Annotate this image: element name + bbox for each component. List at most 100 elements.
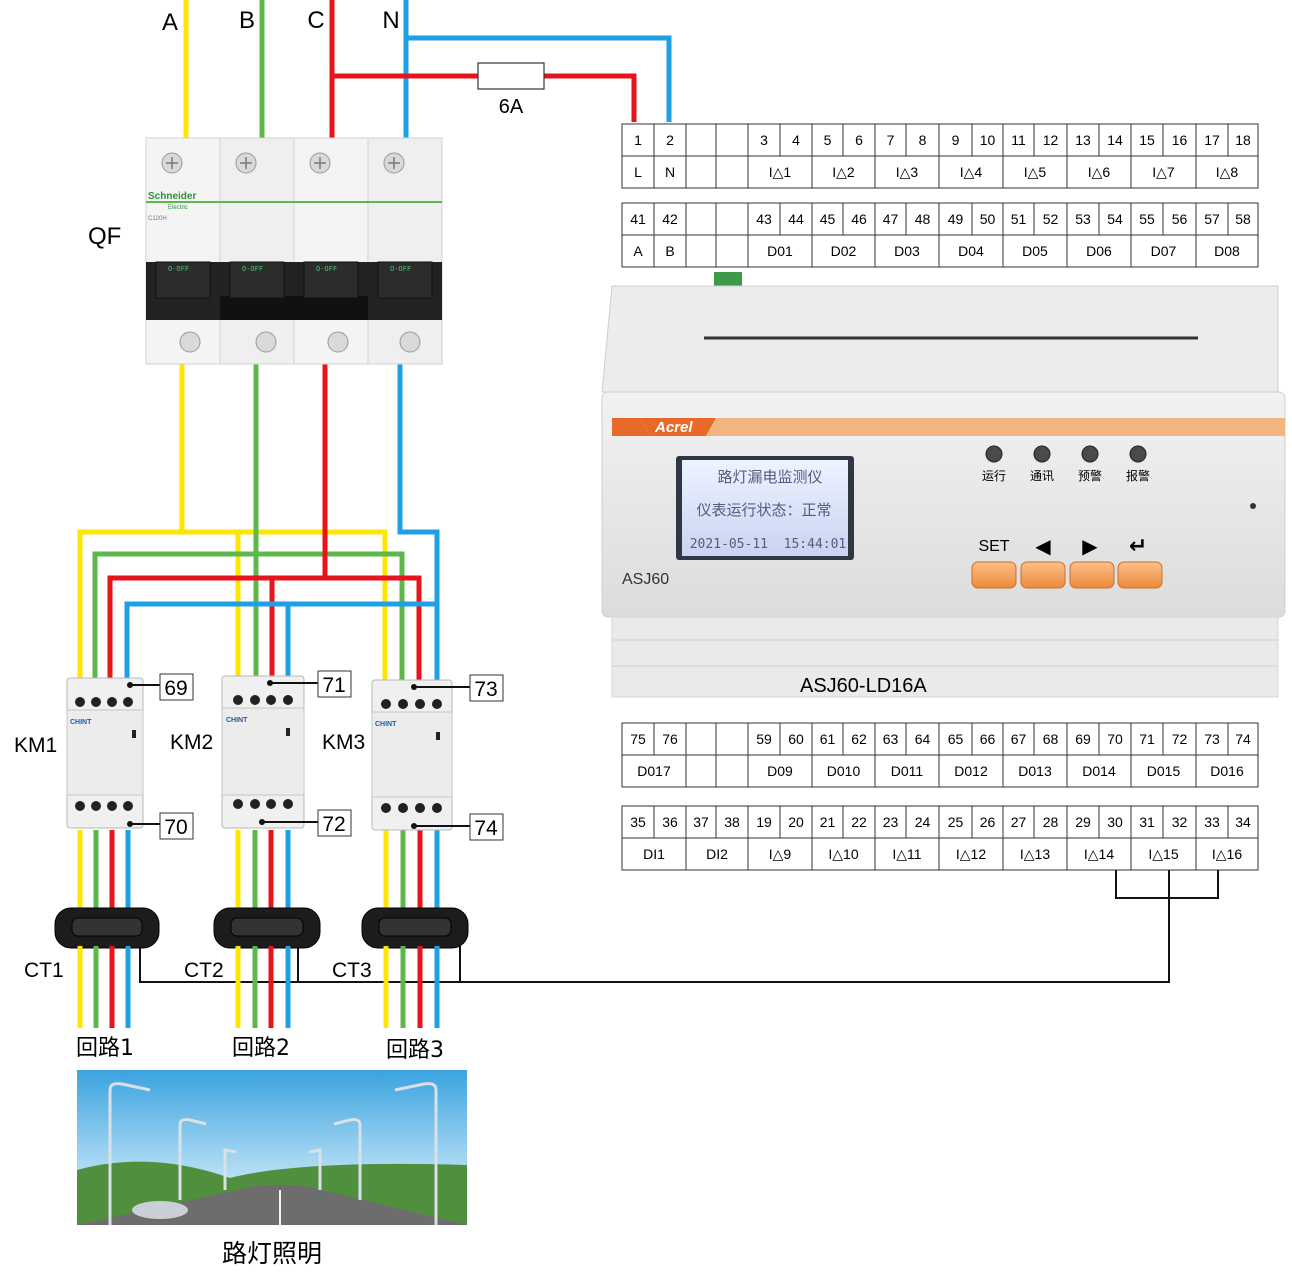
terminal-row2-label-frame bbox=[621, 234, 1259, 268]
terminal-row3-frame bbox=[621, 722, 1259, 756]
set-key[interactable] bbox=[971, 561, 1017, 589]
terminal-row3-label-cell: D012 bbox=[954, 763, 988, 779]
terminal-row2-label-cell: D07 bbox=[1151, 243, 1177, 259]
terminal-row1-cell: 16 bbox=[1172, 132, 1188, 148]
terminal-row3-cell: 72 bbox=[1172, 731, 1188, 747]
key-label-enter: ↵ bbox=[1129, 534, 1147, 559]
terminal-row1-cell: 2 bbox=[666, 132, 674, 148]
toggle-handle bbox=[229, 261, 285, 299]
terminal-row1-cell: 17 bbox=[1204, 132, 1220, 148]
terminal-row4-label-cell: I△13 bbox=[1020, 846, 1050, 862]
terminal-row1-cell: 3 bbox=[760, 132, 768, 148]
terminal-row1-label-cell: I△1 bbox=[769, 164, 792, 180]
wire-n-bus1 bbox=[124, 601, 437, 680]
terminal-row1-cell: 8 bbox=[919, 132, 927, 148]
terminal-row4-cell: 22 bbox=[851, 814, 867, 830]
terminal-row3-cell: 74 bbox=[1235, 731, 1251, 747]
key-label-right: ▶ bbox=[1082, 534, 1098, 558]
terminal-row3-cell: 62 bbox=[851, 731, 867, 747]
terminal-row1-label-cell: I△7 bbox=[1152, 164, 1175, 180]
terminal-box-74 bbox=[469, 813, 504, 841]
terminal-row2-label-cell: D04 bbox=[958, 243, 984, 259]
led-run-icon bbox=[985, 445, 1003, 463]
screw-icon bbox=[179, 331, 201, 353]
screw-icon bbox=[327, 331, 349, 353]
terminal-row4-cell: 35 bbox=[630, 814, 646, 830]
toggle-handle bbox=[303, 261, 359, 299]
left-key[interactable] bbox=[1020, 561, 1066, 589]
terminal-row3-label-cell: D016 bbox=[1210, 763, 1244, 779]
terminal-row4-cell: 25 bbox=[948, 814, 964, 830]
terminal-row4-frame bbox=[621, 805, 1259, 839]
fuse-label: 6A bbox=[499, 96, 524, 118]
key-label-left: ◀ bbox=[1035, 534, 1051, 558]
toggle-state: O-OFF bbox=[242, 265, 263, 273]
terminal-row4-label-cell: DI1 bbox=[643, 846, 665, 862]
terminal-row4-cell: 19 bbox=[756, 814, 772, 830]
lcd-line1: 路灯漏电监测仪 bbox=[717, 468, 822, 486]
contactor-brand: CHINT bbox=[226, 717, 248, 724]
phase-c-label: C bbox=[307, 7, 324, 34]
loop1-label: 回路1 bbox=[76, 1036, 134, 1061]
terminal-row1-label-cell: I△5 bbox=[1024, 164, 1047, 180]
wire-meter-n bbox=[406, 35, 672, 122]
terminal-row2-label-cell: B bbox=[665, 243, 674, 259]
terminal-row2-label-cell: D08 bbox=[1214, 243, 1240, 259]
wire-a-down bbox=[77, 362, 185, 680]
terminal-row1-label-cell: N bbox=[665, 164, 675, 180]
terminal-row3-label-cell: D015 bbox=[1147, 763, 1181, 779]
wire-c-bus2 bbox=[269, 575, 325, 680]
terminal-row1-cell: 14 bbox=[1107, 132, 1123, 148]
terminal-row4-cell: 24 bbox=[915, 814, 931, 830]
enter-key[interactable] bbox=[1117, 561, 1163, 589]
terminal-row1-label-cell: I△2 bbox=[832, 164, 855, 180]
terminal-row2-label-cell: A bbox=[633, 243, 643, 259]
terminal-row3-cell: 70 bbox=[1107, 731, 1123, 747]
contactor-km1: CHINT bbox=[66, 677, 160, 829]
terminal-row4-cell: 29 bbox=[1075, 814, 1091, 830]
terminal-row2-label-cell: D01 bbox=[767, 243, 793, 259]
terminal-row4-cell: 33 bbox=[1204, 814, 1220, 830]
terminal-row4-cell: 37 bbox=[693, 814, 709, 830]
terminal-row4-cell: 20 bbox=[788, 814, 804, 830]
terminal-row4-label-cell: I△12 bbox=[956, 846, 986, 862]
terminal-row3-cell: 73 bbox=[1204, 731, 1220, 747]
terminal-row3-cell: 59 bbox=[756, 731, 772, 747]
terminal-row4-cell: 28 bbox=[1043, 814, 1059, 830]
terminal-row4-cell: 30 bbox=[1107, 814, 1123, 830]
contactor-km3: CHINT bbox=[371, 679, 470, 831]
terminal-row1-label-frame bbox=[621, 155, 1259, 189]
breaker-toggles bbox=[155, 261, 433, 299]
terminal-row4-label-frame bbox=[621, 837, 1259, 871]
phase-n-label: N bbox=[382, 7, 399, 34]
ct3 bbox=[361, 907, 469, 949]
terminal-row4-label-cell: I△15 bbox=[1148, 846, 1178, 862]
fuse bbox=[477, 62, 545, 90]
terminal-row3-label-cell: D014 bbox=[1082, 763, 1116, 779]
led-label-warn: 预警 bbox=[1078, 468, 1102, 483]
right-key[interactable] bbox=[1069, 561, 1115, 589]
terminal-box-69 bbox=[159, 673, 194, 701]
terminal-row3-label-cell: D017 bbox=[637, 763, 671, 779]
led-comm-icon bbox=[1033, 445, 1051, 463]
terminal-row3-cell: 64 bbox=[915, 731, 931, 747]
terminal-row3-cell: 68 bbox=[1043, 731, 1059, 747]
terminal-69: 69 bbox=[164, 677, 187, 700]
terminal-row3-cell: 66 bbox=[980, 731, 996, 747]
contactor-km2: CHINT bbox=[221, 675, 318, 829]
phase-b-label: B bbox=[239, 7, 255, 34]
key-label-set: SET bbox=[978, 538, 1009, 555]
screw-icon bbox=[255, 331, 277, 353]
terminal-row3-label-cell: D010 bbox=[827, 763, 861, 779]
wire-b-down bbox=[92, 362, 259, 680]
terminal-row2-cell: 57 bbox=[1204, 211, 1220, 227]
led-label-alarm: 报警 bbox=[1126, 468, 1150, 483]
toggle-state: O-OFF bbox=[316, 265, 337, 273]
terminal-row1-cell: 9 bbox=[952, 132, 960, 148]
terminal-row1-cell: 11 bbox=[1011, 132, 1026, 148]
terminal-row3-label-cell: D09 bbox=[767, 763, 793, 779]
terminal-row1-label-cell: I△3 bbox=[896, 164, 919, 180]
wire-c-bus3 bbox=[325, 575, 422, 680]
wire-meter-l bbox=[332, 73, 637, 122]
